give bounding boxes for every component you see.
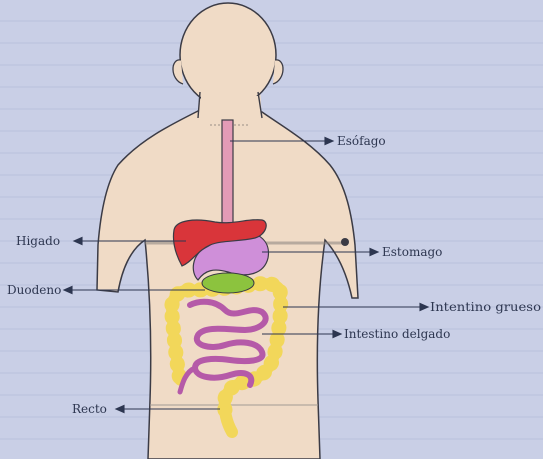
esophagus [222,120,233,228]
label-esofago: Esófago [337,134,386,148]
rectum [225,395,232,432]
label-intestino-grueso: Intentino grueso [430,300,541,314]
label-duodeno: Duodeno [7,283,61,297]
gallbladder [202,273,254,293]
neck-cover [201,96,259,120]
label-estomago: Estomago [382,245,442,259]
mark-dot [341,238,349,246]
label-recto: Recto [72,402,107,416]
head [180,3,276,107]
label-higado: Higado [16,234,60,248]
label-intestino-delgado: Intestino delgado [344,327,450,341]
